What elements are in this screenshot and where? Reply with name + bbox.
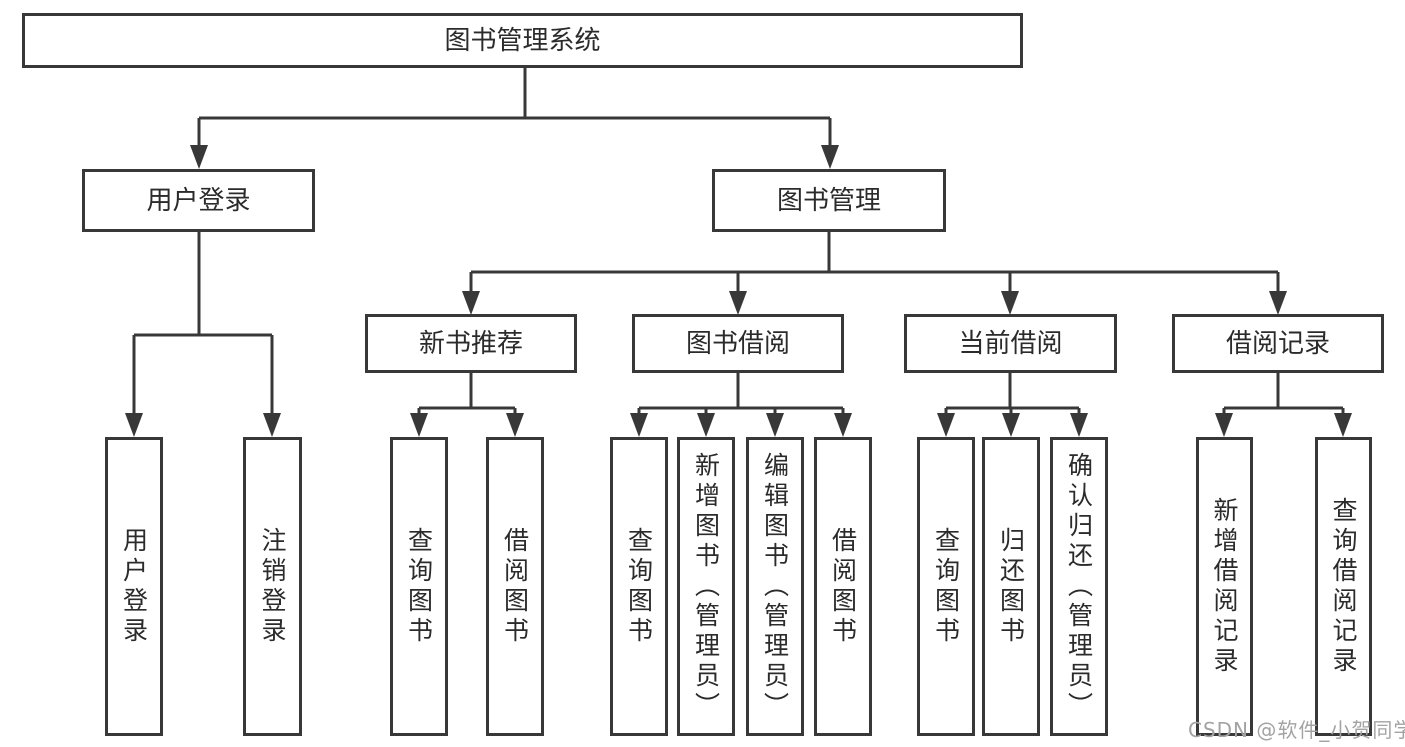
leaf-label: 用户登录: [119, 526, 149, 647]
leaf-label: 查询图书: [404, 526, 434, 647]
leaf-label: 借阅图书: [828, 526, 858, 647]
node-book-borrow: 图书借阅: [632, 314, 844, 373]
leaf-query-books-current: 查询图书: [917, 437, 975, 736]
leaf-label: 归还图书: [996, 526, 1026, 647]
leaf-label: 查询借阅记录: [1329, 496, 1358, 677]
node-user-login: 用户登录: [82, 169, 315, 232]
node-book-management: 图书管理: [712, 169, 946, 232]
leaf-confirm-return-admin: 确认归还（管理员）: [1050, 437, 1108, 736]
leaf-user-login: 用户登录: [105, 437, 163, 736]
leaf-add-books-admin: 新增图书（管理员）: [677, 437, 735, 736]
leaf-borrow-books-recommend: 借阅图书: [486, 437, 544, 736]
leaf-add-borrow-record: 新增借阅记录: [1196, 437, 1253, 736]
node-root: 图书管理系统: [22, 13, 1023, 68]
leaf-label: 新增借阅记录: [1210, 496, 1239, 677]
node-new-book-recommend: 新书推荐: [365, 314, 577, 373]
leaf-logout: 注销登录: [243, 437, 302, 736]
leaf-edit-books-admin: 编辑图书（管理员）: [746, 437, 804, 736]
leaf-borrow-books: 借阅图书: [814, 437, 872, 736]
node-current-borrow: 当前借阅: [904, 314, 1117, 373]
leaf-label: 查询图书: [624, 526, 654, 647]
leaf-label: 查询图书: [931, 526, 961, 647]
watermark: CSDN @软件_小贺同学: [1188, 718, 1405, 742]
leaf-query-borrow-record: 查询借阅记录: [1315, 437, 1372, 736]
leaf-query-books-borrow: 查询图书: [610, 437, 668, 736]
leaf-query-books-recommend: 查询图书: [390, 437, 448, 736]
leaf-label: 注销登录: [258, 526, 287, 647]
leaf-label: 新增图书（管理员）: [691, 451, 721, 722]
leaf-return-books: 归还图书: [982, 437, 1040, 736]
leaf-label: 编辑图书（管理员）: [760, 451, 790, 722]
leaf-label: 确认归还（管理员）: [1064, 451, 1094, 722]
leaf-label: 借阅图书: [500, 526, 530, 647]
node-borrow-records: 借阅记录: [1172, 314, 1384, 373]
